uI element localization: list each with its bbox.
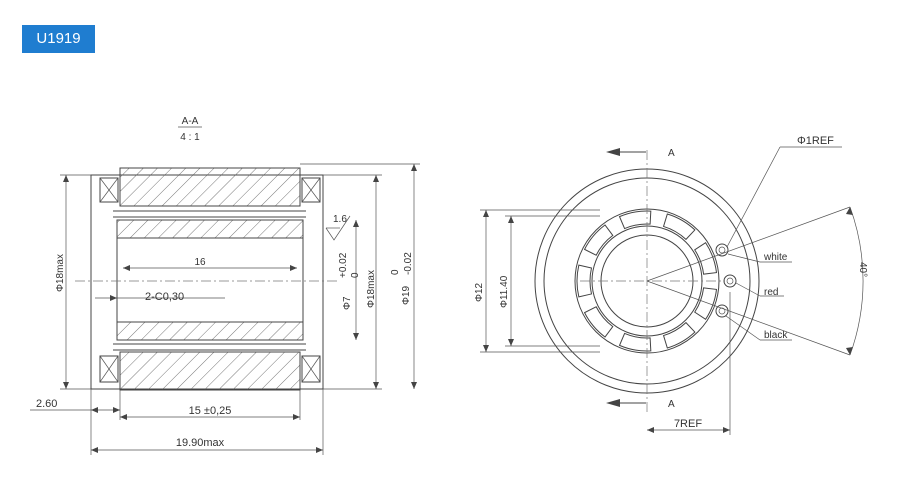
dim-18max-inner: Φ18max bbox=[366, 270, 377, 308]
dim-19-tol-upper: 0 bbox=[390, 269, 401, 275]
coil-slot bbox=[618, 210, 652, 230]
dim-bore-tol-lower: 0 bbox=[350, 272, 361, 278]
coil-slot bbox=[694, 287, 718, 320]
coil-slot bbox=[583, 306, 614, 338]
upper-magnet-section bbox=[119, 167, 301, 207]
lower-magnet-section bbox=[119, 351, 301, 391]
dim-chamfer: 2-C0,30 bbox=[145, 291, 184, 303]
dim-18max-outer: Φ18max bbox=[55, 254, 66, 292]
dim-2-60: 2.60 bbox=[36, 398, 57, 410]
end-cap-bottom-left bbox=[99, 355, 119, 383]
end-view: A A Φ1REF white red black 40° bbox=[474, 135, 868, 435]
section-view: A-A 4 : 1 bbox=[30, 116, 420, 455]
end-cap-bottom-right bbox=[301, 355, 321, 383]
dim-7ref: 7REF bbox=[674, 418, 702, 430]
coil-slot bbox=[662, 321, 696, 349]
dim-angle-40: 40° bbox=[857, 262, 868, 277]
wire-label-black: black bbox=[764, 330, 788, 341]
dim-11-40: Φ11.40 bbox=[499, 275, 510, 308]
section-mark-top: A bbox=[668, 148, 675, 159]
wire-label-white: white bbox=[763, 252, 788, 263]
coil-slot bbox=[618, 332, 652, 352]
section-scale: 4 : 1 bbox=[180, 132, 200, 143]
coil-slot bbox=[662, 213, 696, 241]
dim-1ref: Φ1REF bbox=[797, 135, 834, 147]
dim-19-tol-lower: -0.02 bbox=[403, 252, 414, 275]
wire-hole-red bbox=[723, 274, 737, 288]
upper-bearing-section bbox=[116, 219, 304, 239]
end-cap-top-right bbox=[301, 177, 321, 203]
coil-slot bbox=[583, 224, 614, 256]
lower-bearing-section bbox=[116, 321, 304, 341]
dim-bore-diam: Φ7 bbox=[342, 296, 353, 310]
dim-bore-tol-upper: +0.02 bbox=[338, 252, 349, 278]
coil-slots bbox=[576, 210, 718, 352]
dim-19: Φ19 bbox=[401, 285, 412, 305]
wire-hole-white bbox=[715, 243, 729, 257]
model-badge: U1919 bbox=[22, 25, 95, 53]
wire-label-red: red bbox=[764, 287, 778, 298]
coil-slot bbox=[576, 264, 593, 298]
section-title: A-A bbox=[182, 116, 199, 127]
end-cap-top-left bbox=[99, 177, 119, 203]
dim-19-90: 19.90max bbox=[176, 437, 225, 449]
coil-slot bbox=[694, 242, 718, 275]
dim-12: Φ12 bbox=[474, 282, 485, 302]
roughness-value: 1.6 bbox=[333, 214, 347, 225]
section-mark-bottom: A bbox=[668, 399, 675, 410]
dim-15: 15 ±0,25 bbox=[189, 405, 232, 417]
dim-16: 16 bbox=[194, 257, 206, 268]
